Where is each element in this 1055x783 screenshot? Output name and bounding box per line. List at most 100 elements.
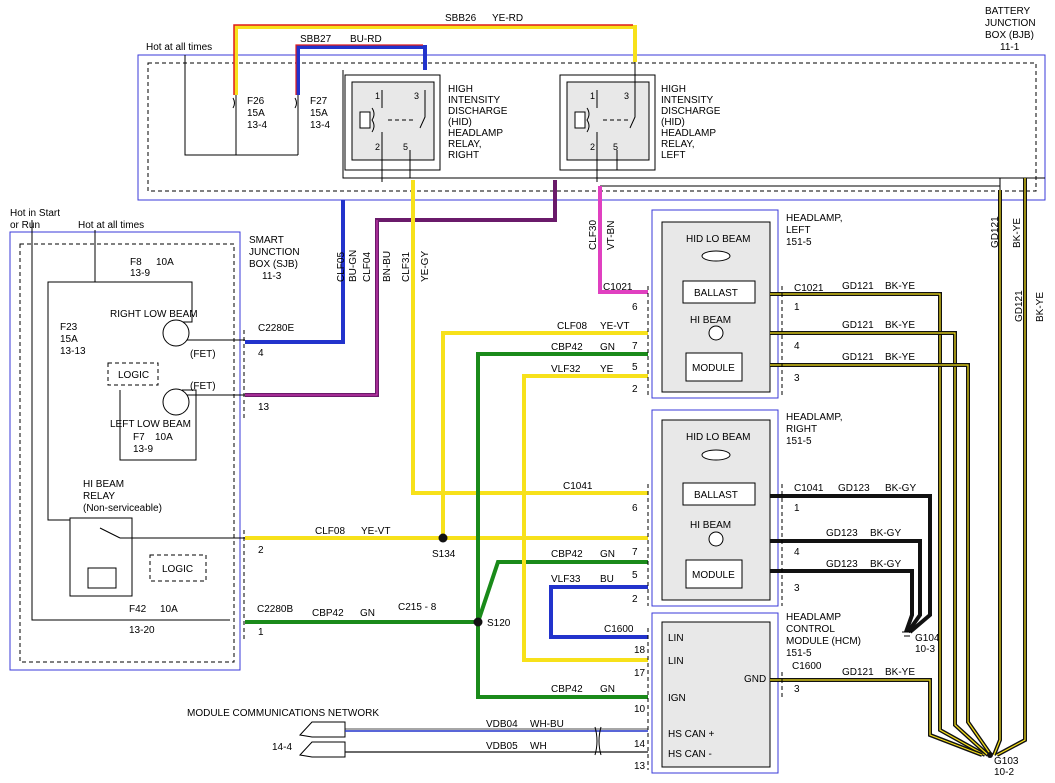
- vlf33-wire: [549, 585, 648, 639]
- f42-label: F42: [129, 604, 147, 615]
- sbb27-tracer: [295, 44, 423, 95]
- clf30-label: CLF30: [588, 220, 599, 250]
- relay-right-coil: [359, 111, 371, 129]
- sjb-inner-box: [19, 243, 235, 663]
- vlf33-color: BU: [600, 574, 614, 585]
- sjb-title-3: BOX (SJB): [249, 259, 298, 270]
- vlf32-color: YE: [600, 364, 614, 375]
- sbb27-color: BU-RD: [350, 34, 382, 45]
- sbb27-wire: [296, 45, 427, 95]
- sjb-f8-path: [95, 281, 193, 323]
- clf04-wire: [245, 180, 557, 397]
- c215-label: C215 - 8: [398, 602, 437, 613]
- gd121-l1-color: BK-YE: [885, 281, 915, 292]
- sjb-outer-box: [9, 231, 241, 671]
- svg-text:DISCHARGE: DISCHARGE: [448, 106, 508, 117]
- c2280b-label: C2280B: [257, 604, 293, 615]
- gd121-hcm-color: BK-YE: [885, 667, 915, 678]
- g104-label: G104: [915, 633, 940, 644]
- hl-right-hid-bulb: [701, 449, 731, 461]
- gd121-l3-label: GD121: [842, 352, 874, 363]
- hl-right-c1041-out: C1041: [794, 483, 824, 494]
- hl-left-pin2: 2: [632, 384, 638, 395]
- c2280b-pin2: 2: [258, 545, 264, 556]
- f26-label: F26: [247, 96, 265, 107]
- clf05-label: CLF05: [336, 252, 347, 282]
- bjb-title-2: JUNCTION: [985, 18, 1036, 29]
- hl-left-pin5: 5: [632, 362, 638, 373]
- fuse-legs: [235, 95, 299, 155]
- hl-right-pin3: 3: [794, 583, 800, 594]
- s134-splice: [438, 533, 448, 543]
- gd123-r1-color: BK-GY: [885, 483, 916, 494]
- cbp42-hcm-wire: [476, 622, 648, 699]
- clf31-color: YE-GY: [420, 251, 431, 282]
- hcm-gnd: GND: [744, 674, 766, 685]
- clf30-wire: [598, 186, 648, 294]
- svg-text:RELAY,: RELAY,: [661, 139, 695, 150]
- cbp42-main-color: GN: [360, 608, 375, 619]
- cbp42-hcm-label: CBP42: [551, 684, 583, 695]
- hl-left-pin1: 1: [794, 302, 800, 313]
- hcm-pin13: 13: [634, 761, 646, 772]
- hl-left-title-2: LEFT: [786, 225, 810, 236]
- hl-right-title-3: 151-5: [786, 436, 812, 447]
- hcm-title-4: 151-5: [786, 648, 812, 659]
- f42-ref: 13-20: [129, 625, 155, 636]
- hl-right-pin6: 6: [632, 503, 638, 514]
- relay-left-pin5: 5: [613, 142, 618, 152]
- gd121-l4-label: GD121: [842, 320, 874, 331]
- gd121-bjb1-color: BK-YE: [1012, 218, 1023, 248]
- c2280e-label: C2280E: [258, 323, 294, 334]
- svg-text:RELAY,: RELAY,: [448, 139, 482, 150]
- sjb-f7-path: [119, 389, 197, 461]
- hcm-lin-2: LIN: [668, 656, 684, 667]
- left-low-beam-label: LEFT LOW BEAM: [110, 419, 191, 430]
- gd121-l4-color: BK-YE: [885, 320, 915, 331]
- hl-left-pin3: 3: [794, 373, 800, 384]
- relay-left-pin3: 3: [624, 91, 629, 101]
- svg-text:HEADLAMP: HEADLAMP: [661, 128, 716, 139]
- sjb-title-4: 11-3: [262, 271, 282, 282]
- hcm-hs-can-plus: HS CAN +: [668, 729, 715, 740]
- right-low-beam-label: RIGHT LOW BEAM: [110, 309, 198, 320]
- hl-left-title-1: HEADLAMP,: [786, 213, 843, 224]
- fuse-symbols: [232, 97, 297, 109]
- vdb05-label: VDB05: [486, 741, 518, 752]
- bjb-hot-label: Hot at all times: [146, 42, 212, 53]
- clf08-lower-label: CLF08: [315, 526, 345, 537]
- g104-symbol: [902, 631, 912, 637]
- bjb-outer-box: [137, 54, 1046, 201]
- bjb-relay-legs: [381, 150, 618, 182]
- clf08-lower-color: YE-VT: [361, 526, 390, 537]
- sjb-title-2: JUNCTION: [249, 247, 300, 258]
- bjb-inner-box: [147, 62, 1037, 192]
- sbb26-color: YE-RD: [492, 13, 523, 24]
- gd123-r3-color: BK-GY: [870, 559, 901, 570]
- hl-right-pin1: 1: [794, 503, 800, 514]
- hl-right-ballast-box: [682, 482, 756, 506]
- hl-left-pin6: 6: [632, 302, 638, 313]
- hcm-title-2: CONTROL: [786, 624, 835, 635]
- f8-label: F8: [130, 257, 142, 268]
- sjb-logic-box: [107, 362, 159, 386]
- relay-right-contacts: [381, 90, 426, 150]
- hl-left-module: MODULE: [692, 363, 735, 374]
- hl-left-pin4: 4: [794, 341, 800, 352]
- hl-right-pin5: 5: [632, 570, 638, 581]
- hl-right-hi-beam: HI BEAM: [690, 520, 731, 531]
- network-connector-1: [299, 721, 346, 738]
- svg-text:HIGH: HIGH: [661, 84, 686, 95]
- left-fet-symbol: [162, 388, 190, 416]
- relay-right-outer: [344, 74, 441, 171]
- clf04-tracer: [245, 220, 378, 396]
- relay-left-winding: [586, 107, 590, 133]
- gd123-r3-label: GD123: [826, 559, 858, 570]
- relay-left-pin1: 1: [590, 91, 595, 101]
- hcm-pin18: 18: [634, 645, 646, 656]
- hl-right-title-1: HEADLAMP,: [786, 412, 843, 423]
- cbp42-left-wire: [476, 352, 648, 622]
- clf05-color: BU-GN: [348, 250, 359, 282]
- cbp42-right-color: GN: [600, 549, 615, 560]
